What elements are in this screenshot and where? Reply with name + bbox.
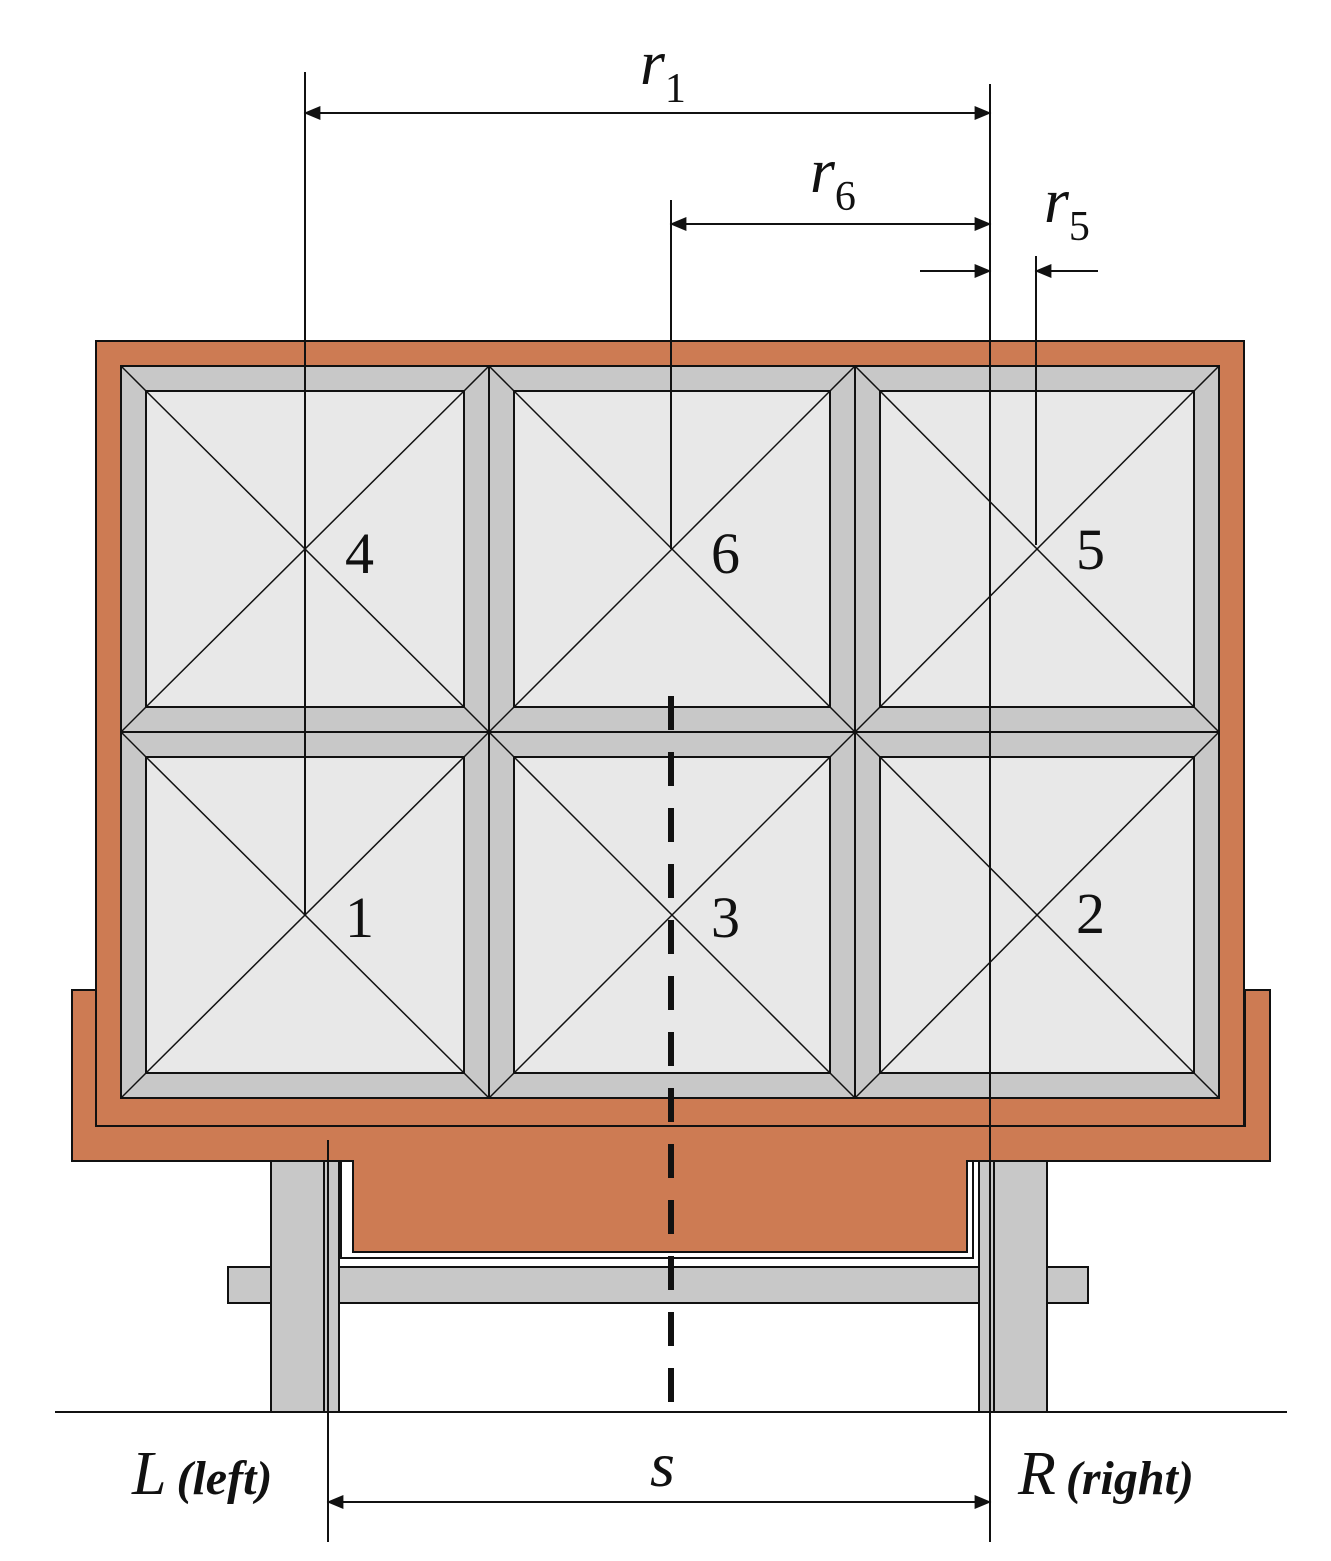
r6-label: r6 xyxy=(810,135,856,220)
cell-1-label: 1 xyxy=(345,885,374,950)
cell-5-label: 5 xyxy=(1076,517,1105,582)
s-label: s xyxy=(650,1429,675,1500)
cell-3-label: 3 xyxy=(711,885,740,950)
axle-bar xyxy=(227,1266,1089,1304)
cell-1: 1 xyxy=(120,731,490,1099)
r5-label: r5 xyxy=(1044,165,1090,250)
cell-4-label: 4 xyxy=(345,521,374,586)
right-wheel-label: R(right) xyxy=(1017,1440,1194,1508)
cell-6-label: 6 xyxy=(711,521,740,586)
cell-2: 2 xyxy=(854,731,1220,1099)
cell-2-label: 2 xyxy=(1076,881,1105,946)
r1-label: r1 xyxy=(640,27,686,112)
left-wheel-label: L(left) xyxy=(131,1440,272,1508)
